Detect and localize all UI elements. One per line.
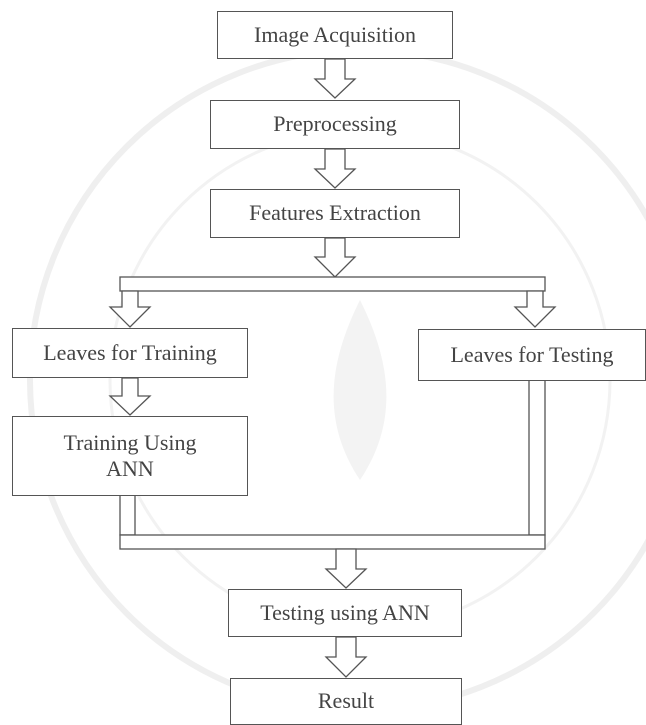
training-bar bbox=[119, 494, 136, 536]
node-result: Result bbox=[230, 678, 462, 725]
arrow-leaves-to-training bbox=[108, 377, 152, 416]
arrow-testing-ann-to-result bbox=[324, 636, 368, 678]
node-leaves-for-training: Leaves for Training bbox=[12, 328, 248, 378]
merge-bar bbox=[119, 534, 546, 550]
arrow-features-to-split bbox=[313, 237, 357, 278]
testing-bar bbox=[528, 379, 546, 536]
node-training-using-ann-line1: Training Using bbox=[63, 429, 197, 455]
node-features-extraction: Features Extraction bbox=[210, 189, 460, 238]
node-testing-using-ann: Testing using ANN bbox=[228, 589, 462, 637]
arrow-acquisition-to-preprocessing bbox=[313, 58, 357, 99]
arrow-preprocessing-to-features bbox=[313, 148, 357, 189]
split-bar bbox=[119, 276, 546, 292]
node-preprocessing-label: Preprocessing bbox=[273, 111, 397, 137]
node-features-extraction-label: Features Extraction bbox=[249, 200, 421, 226]
node-image-acquisition-label: Image Acquisition bbox=[254, 21, 416, 47]
arrow-split-to-testing bbox=[513, 290, 557, 328]
node-leaves-for-testing-label: Leaves for Testing bbox=[450, 341, 614, 367]
node-result-label: Result bbox=[317, 688, 375, 714]
arrow-split-to-training bbox=[108, 290, 152, 328]
node-preprocessing: Preprocessing bbox=[210, 100, 460, 149]
node-leaves-for-training-label: Leaves for Training bbox=[43, 339, 217, 365]
arrow-merge-to-testing-ann bbox=[324, 548, 368, 589]
node-leaves-for-testing: Leaves for Testing bbox=[418, 329, 646, 381]
node-image-acquisition: Image Acquisition bbox=[217, 11, 453, 59]
node-testing-using-ann-label: Testing using ANN bbox=[260, 599, 430, 625]
node-training-using-ann-line2: ANN bbox=[106, 456, 154, 481]
node-training-using-ann: Training Using ANN bbox=[12, 416, 248, 496]
